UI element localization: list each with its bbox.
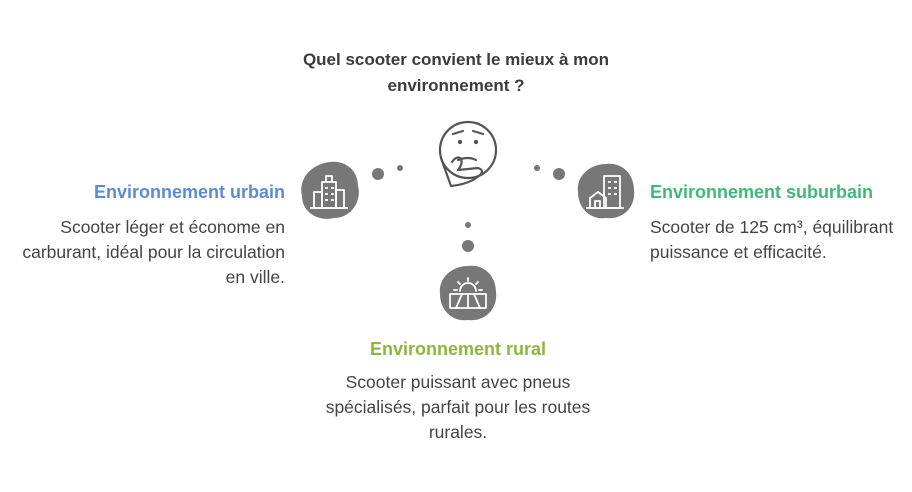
- rural-description: Scooter puissant avec pneus spécialisés,…: [325, 372, 591, 442]
- urban-heading: Environnement urbain: [93, 182, 285, 202]
- connector-dot: [553, 168, 565, 180]
- suburban-description: Scooter de 125 cm³, équilibrant puissanc…: [650, 217, 894, 262]
- diagram-title: Quel scooter convient le mieux à mon env…: [302, 50, 610, 95]
- connector-dot: [372, 168, 384, 180]
- sun-over-fields-icon: [449, 277, 487, 309]
- city-buildings-icon: [310, 175, 348, 209]
- urban-icon-badge: [301, 161, 359, 219]
- suburban-icon-badge: [577, 163, 635, 219]
- thinking-face-icon: [438, 120, 498, 188]
- rural-heading: Environnement rural: [369, 339, 547, 359]
- suburban-house-icon: [586, 175, 624, 209]
- connector-dot: [534, 165, 540, 171]
- connector-dot: [462, 240, 474, 252]
- connector-dot: [465, 222, 471, 228]
- connector-dot: [397, 165, 403, 171]
- suburban-heading: Environnement suburbain: [650, 182, 874, 202]
- urban-description: Scooter léger et économe en carburant, i…: [22, 217, 285, 287]
- rural-icon-badge: [439, 265, 497, 321]
